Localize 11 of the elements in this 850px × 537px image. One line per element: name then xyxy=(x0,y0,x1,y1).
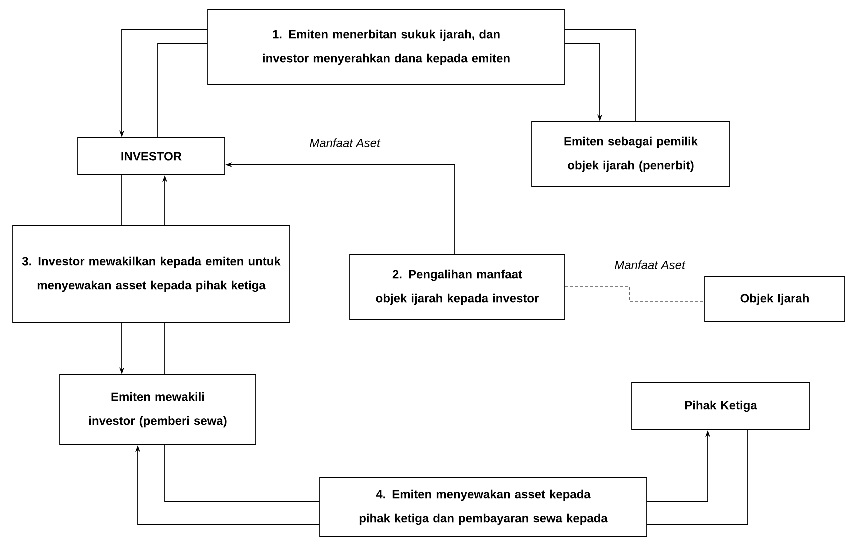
process-box: 2. Pengalihan manfaat objek ijarah kepada investor xyxy=(350,254,566,320)
process-box: 4. Emiten menyewakan asset kepada pihak ketiga dan pembayaran sewa kepada xyxy=(320,478,648,537)
process-box: Objek Ijarah xyxy=(704,276,846,322)
process-box: Pihak Ketiga xyxy=(632,382,810,430)
process-box: INVESTOR xyxy=(78,138,226,176)
process-box: Emiten mewakili investor (pemberi sewa) xyxy=(60,374,256,446)
edge-label: Manfaat Aset xyxy=(614,260,686,270)
process-box: Emiten sebagai pemilik objek ijarah (penerbit) xyxy=(532,122,730,188)
edge-label: Manfaat Aset xyxy=(308,138,382,148)
process-box: 3. Investor mewakilkan kepada emiten untuk menyewakan asset kepada pihak ketiga xyxy=(12,226,290,324)
process-box: 1. Emiten menerbitan sukuk ijarah, dan investor menyerahkan dana kepada emiten xyxy=(208,10,566,86)
